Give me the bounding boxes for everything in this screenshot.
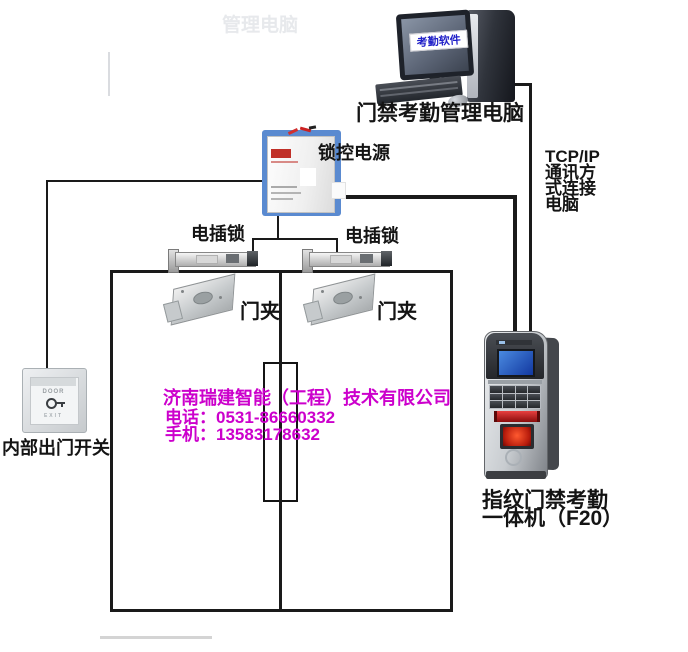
- wire-lock-split-horizontal: [252, 238, 338, 240]
- fingerprint-logo-strip: [496, 340, 532, 345]
- fingerprint-keypad: [489, 385, 541, 409]
- keypad-key: [515, 401, 528, 408]
- psu-front-panel: [267, 136, 335, 213]
- lock-detail: [330, 255, 352, 264]
- keypad-key: [490, 401, 502, 408]
- tcpip-line-4: 电脑: [545, 195, 579, 214]
- watermark-mobile: 手机：13583178632: [165, 425, 321, 444]
- wire-computer-to-terminal-vertical: [529, 83, 532, 332]
- psu-highlight: [300, 168, 316, 186]
- door-clamp-right-label: 门夹: [377, 301, 417, 323]
- fingerprint-caption-line1: 指纹门禁考勤: [482, 489, 608, 512]
- clamp-screw: [181, 290, 184, 293]
- wire-left-lock-drop: [252, 238, 254, 252]
- door-clamp-right: [302, 273, 381, 328]
- psu-text-line: [271, 192, 301, 194]
- clamp-screw: [219, 296, 222, 299]
- wire-right-lock-drop: [336, 238, 338, 252]
- watermark-company: 济南瑞建智能（工程）技术有限公司: [163, 388, 451, 408]
- electric-bolt-lock-right: [302, 246, 394, 273]
- tcpip-line-3: 式连接: [545, 179, 596, 198]
- keypad-key: [502, 393, 515, 401]
- exit-switch-top-strip: [31, 378, 76, 386]
- keypad-key: [528, 401, 540, 408]
- tcpip-line-2: 通讯方: [545, 163, 596, 182]
- lock-end-cap: [247, 251, 258, 266]
- computer-caption: 门禁考勤管理电脑: [356, 102, 524, 125]
- electric-bolt-lock-left: [168, 246, 260, 273]
- clamp-screw: [359, 296, 362, 299]
- psu-text-line: [271, 198, 293, 200]
- bolt-lock-right-label: 电插锁: [345, 226, 399, 246]
- keypad-key: [502, 401, 515, 408]
- card-swipe-slot: [494, 411, 540, 422]
- fingerprint-sensor: [500, 424, 534, 449]
- fingerprint-caption-line2: 一体机（F20）: [482, 507, 624, 530]
- fingerprint-screen: [497, 349, 535, 377]
- keypad-key: [502, 386, 515, 393]
- door-center-line: [279, 270, 282, 612]
- psu-side-notch: [331, 182, 346, 199]
- psu-text-line: [271, 186, 297, 188]
- wire-psu-down: [277, 216, 279, 240]
- bolt-lock-left-label: 电插锁: [191, 224, 245, 244]
- fingerprint-divider: [488, 380, 542, 384]
- wire-psu-to-terminal-horizontal: [341, 195, 517, 199]
- door-clamp-left: [162, 273, 241, 328]
- keypad-key: [490, 386, 502, 393]
- psu-wire-black: [308, 125, 317, 130]
- fingerprint-base: [486, 471, 546, 479]
- psu-caption: 锁控电源: [318, 143, 390, 163]
- keypad-key: [528, 393, 540, 401]
- key-icon: [46, 398, 65, 409]
- wire-exit-switch-vertical: [46, 180, 48, 368]
- computer-monitor: 考勤软件: [395, 9, 475, 81]
- door-clamp-left-label: 门夹: [240, 301, 280, 323]
- watermark-phone: 电话：0531-86660332: [165, 408, 336, 427]
- keypad-key: [490, 393, 502, 401]
- lock-detail: [196, 255, 218, 264]
- psu-logo-line: [271, 161, 298, 163]
- exit-switch-caption: 内部出门开关: [2, 438, 110, 458]
- wire-computer-horizontal: [501, 83, 532, 86]
- lock-end-cap: [381, 251, 392, 266]
- tcpip-note: TCP/IP 通讯方 式连接 电脑: [545, 147, 600, 214]
- psu-logo: [271, 149, 291, 158]
- ghost-watermark-text: 管理电脑: [222, 15, 299, 36]
- exit-switch-door-text: DOOR: [42, 389, 65, 395]
- door-shadow: [100, 636, 212, 639]
- lock-detail: [360, 254, 373, 263]
- keypad-key: [515, 386, 528, 393]
- clamp-screw: [321, 290, 324, 293]
- wire-psu-to-terminal-vertical: [513, 195, 517, 332]
- keypad-key: [528, 386, 540, 393]
- wire-psu-to-exit-horizontal: [47, 180, 262, 182]
- lock-detail: [226, 254, 239, 263]
- fingerprint-ring-button: [505, 449, 522, 466]
- exit-switch-exit-text: EXIT: [43, 413, 64, 419]
- faint-line-artifact: [108, 52, 110, 96]
- keypad-key: [515, 393, 528, 401]
- tcpip-line-1: TCP/IP: [545, 147, 600, 166]
